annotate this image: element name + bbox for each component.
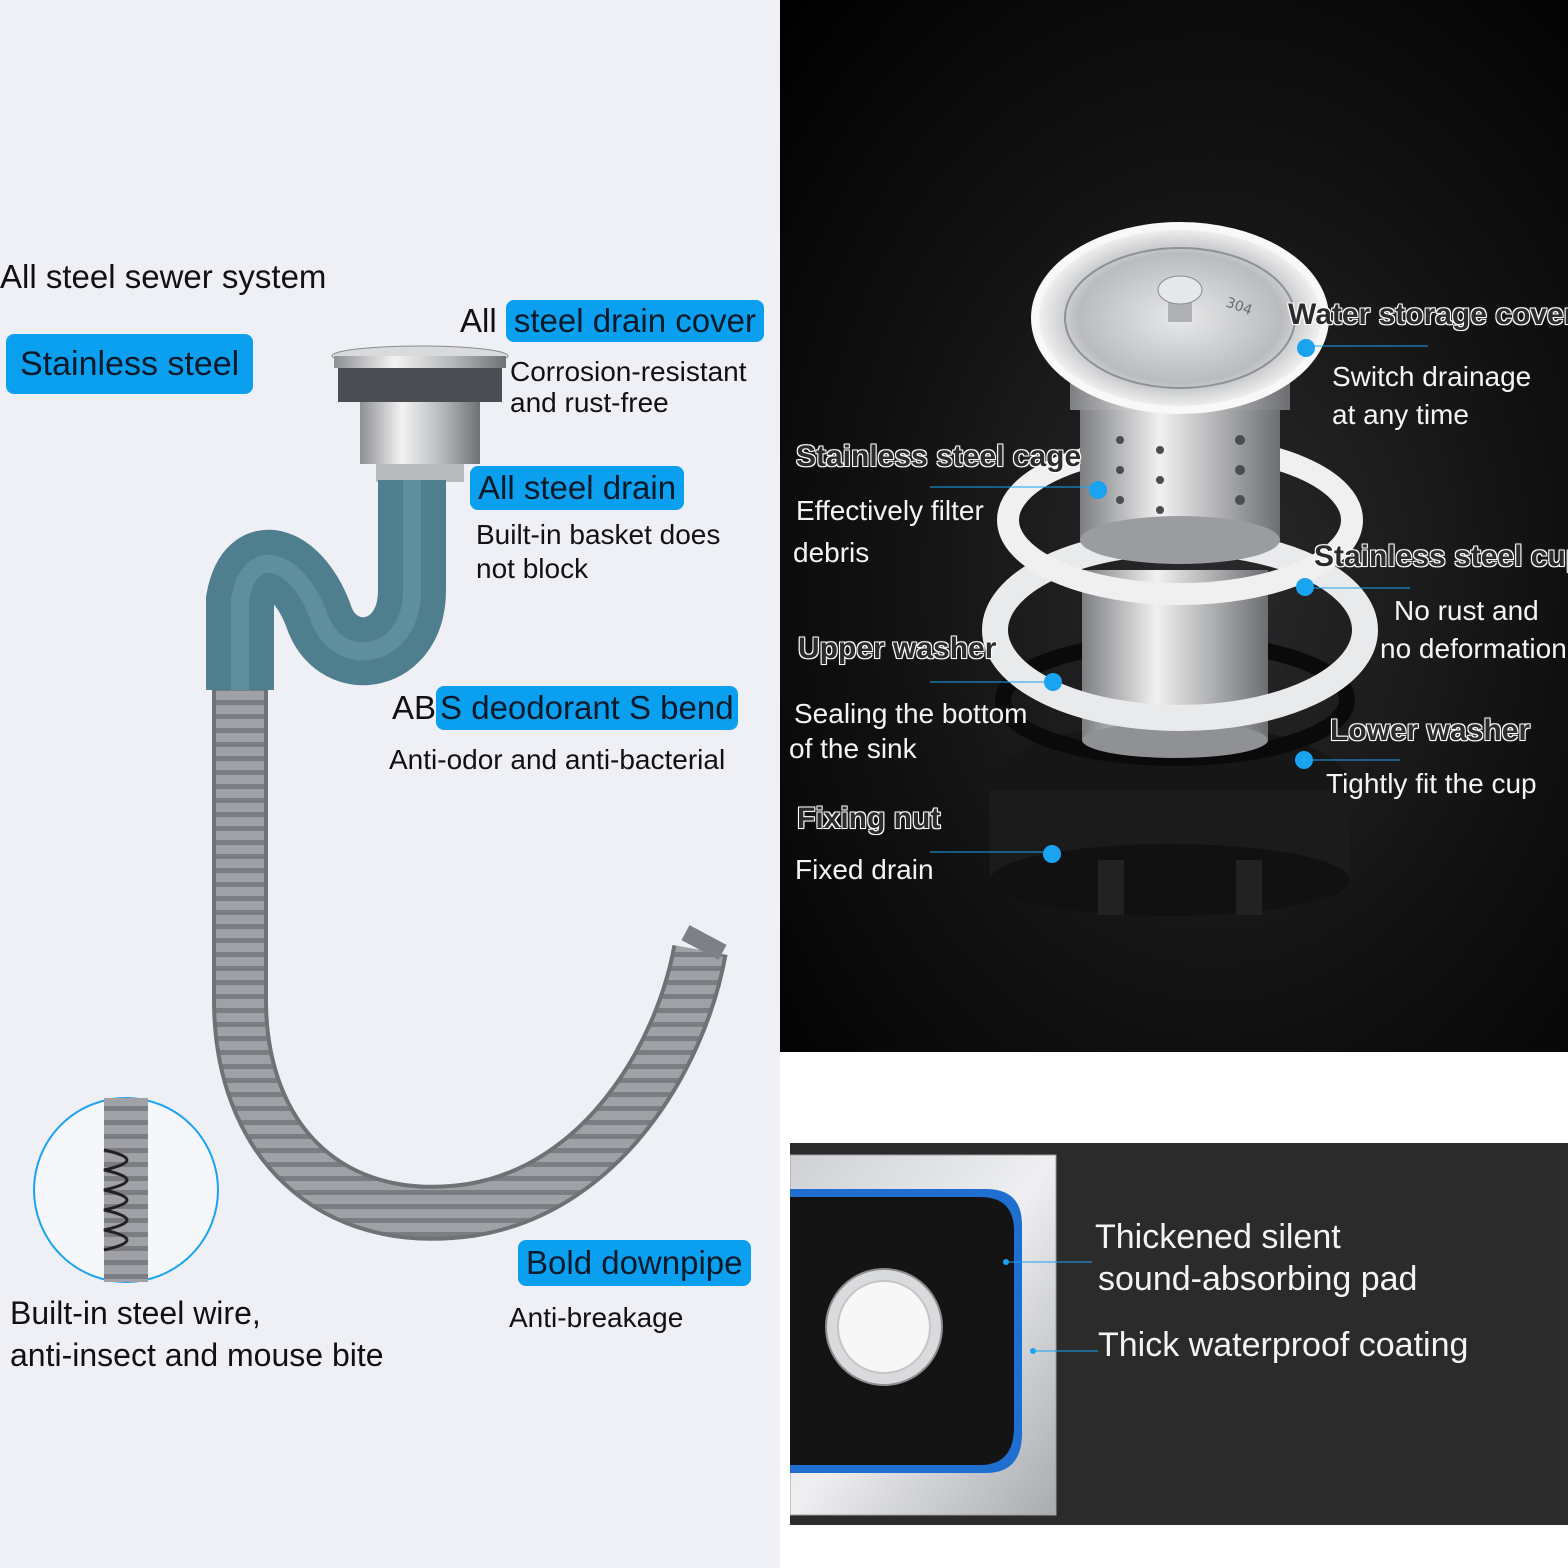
steel-wire-desc: Built-in steel wire, anti-insect and mou… (10, 1292, 384, 1376)
abs-s-bend (206, 480, 446, 690)
s-bend-label: S deodorant S bend (436, 686, 738, 730)
upper-washer-label: Upper washer (798, 632, 997, 665)
fixing-nut-label: Fixing nut (797, 802, 941, 835)
cup-desc-line-1: No rust and (1394, 595, 1539, 626)
fixing-nut-desc: Fixed drain (795, 854, 934, 885)
drain-cover-heading: All steel drain cover (460, 300, 764, 342)
steel-drain-desc-line-1: Built-in basket does (476, 519, 721, 550)
leader-lines (930, 345, 1428, 853)
upper-washer-desc-line-2: of the sink (789, 733, 917, 764)
drain-cover-label: steel drain cover (505, 300, 764, 342)
upper-washer-desc-line-1: Sealing the bottom (794, 698, 1028, 729)
stainless-cage (997, 390, 1363, 605)
sink-underside-illustration (790, 1154, 1098, 1516)
water-cover-desc: Switch drainage at any time (1332, 358, 1531, 434)
exploded-strainer-illustration: 304 (930, 222, 1428, 916)
water-cover-desc-line-2: at any time (1332, 399, 1469, 430)
cup-desc-line-2: no deformation (1380, 633, 1567, 664)
cup-label: Stainless steel cup (1314, 540, 1568, 573)
cup-dot (1296, 578, 1314, 596)
waterproof-coating-desc: Thick waterproof coating (1098, 1326, 1469, 1364)
steel-wire-desc-line-1: Built-in steel wire, (10, 1295, 261, 1331)
steel-drain-cover (331, 345, 509, 482)
sound-pad-desc-line-1: Thickened silent (1095, 1218, 1341, 1256)
drain-assembly-illustration (33, 345, 728, 1283)
steel-wire-desc-line-2: anti-insect and mouse bite (10, 1337, 384, 1373)
lower-washer-desc: Tightly fit the cup (1326, 768, 1537, 799)
left-panel (0, 0, 780, 1568)
downpipe-label: Bold downpipe (518, 1240, 751, 1286)
water-cover-label: Water storage cover (1288, 298, 1568, 331)
sound-pad-desc: Thickened silent sound-absorbing pad (1095, 1216, 1417, 1300)
drain-cover-desc: Corrosion-resistant and rust-free (510, 356, 747, 418)
drain-cover-prefix: All (460, 302, 506, 339)
steel-drain-label: All steel drain (470, 466, 685, 510)
upper-washer-desc: Sealing the bottom of the sink (789, 696, 1028, 766)
fixing-nut-dot (1043, 845, 1061, 863)
bold-downpipe-hose (212, 690, 728, 1241)
upper-washer-dot (1044, 673, 1062, 691)
water-cover-dot (1297, 339, 1315, 357)
steel-drain-desc-line-2: not block (476, 553, 589, 584)
water-cover-desc-line-1: Switch drainage (1332, 361, 1532, 392)
steel-drain-desc: Built-in basket does not block (476, 518, 720, 586)
sound-pad-desc-line-2: sound-absorbing pad (1098, 1260, 1418, 1298)
water-storage-cover (1031, 222, 1329, 414)
lower-washer-label: Lower washer (1330, 714, 1531, 747)
s-bend-desc: Anti-odor and anti-bacterial (389, 744, 726, 775)
s-bend-prefix: AB (392, 689, 437, 726)
cage-desc-line-1: Effectively filter (796, 495, 984, 526)
cage-dot (1089, 481, 1107, 499)
cage-desc-line-2: debris (793, 537, 870, 568)
cup-desc: No rust and no deformation (1380, 592, 1568, 668)
stainless-steel-badge: Stainless steel (6, 334, 254, 394)
cage-label: Stainless steel cage (796, 440, 1082, 473)
cage-desc: Effectively filter debris (793, 490, 984, 574)
system-title: All steel sewer system (0, 258, 327, 295)
drain-cover-desc-line-2: and rust-free (510, 387, 669, 418)
steel-wire-zoom (33, 1097, 219, 1283)
drain-cover-desc-line-1: Corrosion-resistant (510, 356, 747, 387)
downpipe-desc: Anti-breakage (509, 1302, 684, 1333)
lower-washer-dot (1295, 751, 1313, 769)
